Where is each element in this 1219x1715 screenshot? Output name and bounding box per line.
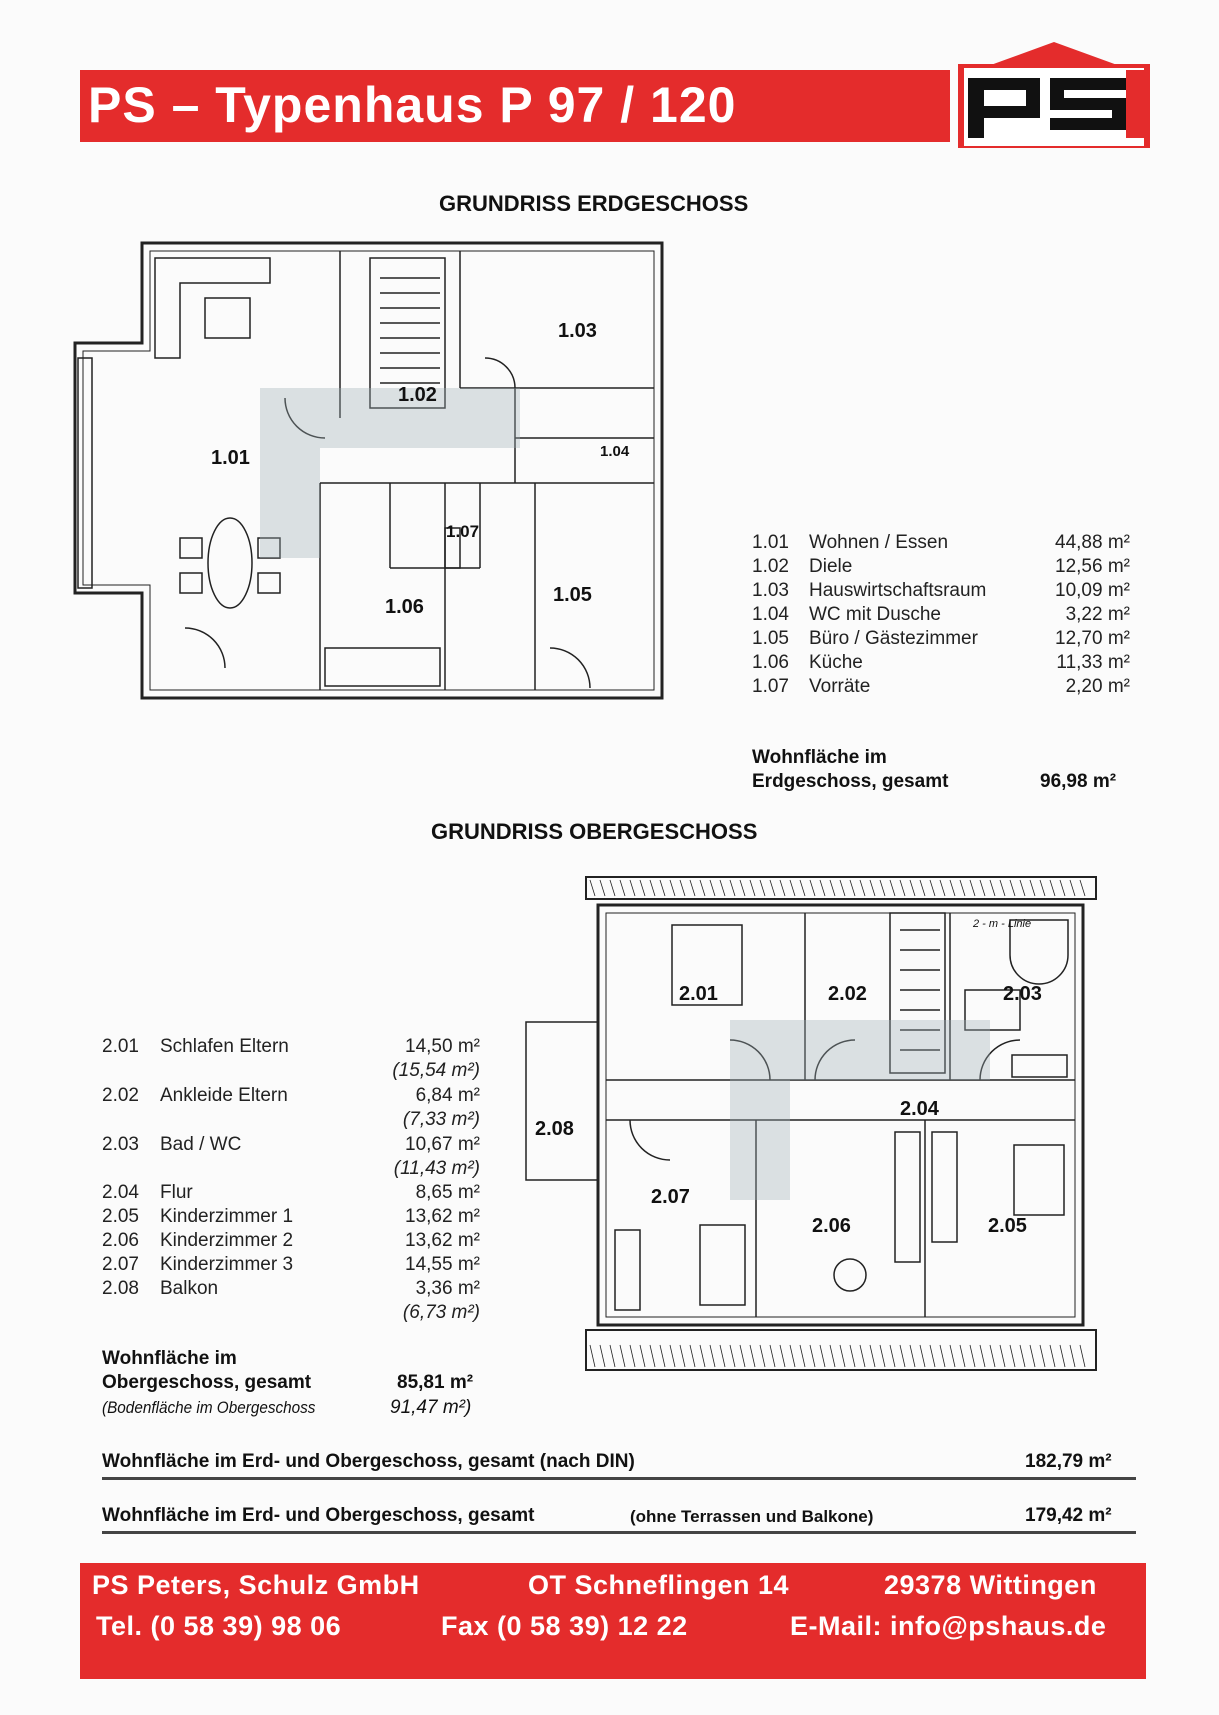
og-floor-area-value: 91,47 m²) bbox=[390, 1397, 472, 1418]
room-area: 44,88 m² bbox=[1055, 532, 1130, 553]
ps-logo bbox=[958, 42, 1150, 148]
room-name: Büro / Gästezimmer bbox=[809, 628, 978, 649]
room-name: Küche bbox=[809, 652, 863, 673]
room-area-alt: (6,73 m²) bbox=[402, 1302, 480, 1323]
footer-fax: Fax (0 58 39) 12 22 bbox=[441, 1611, 688, 1641]
title-banner bbox=[80, 70, 950, 142]
room-area: 8,65 m² bbox=[415, 1182, 480, 1203]
room-list-erdgeschoss: 1.01 Wohnen / Essen 44,88 m² 1.02 Diele … bbox=[752, 532, 1132, 702]
og-total-value: 85,81 m² bbox=[397, 1372, 474, 1393]
room-no: 2.03 bbox=[102, 1134, 139, 1155]
room-area: 10,67 m² bbox=[405, 1134, 480, 1155]
room-area: 13,62 m² bbox=[405, 1206, 480, 1227]
page-title: PS – Typenhaus P 97 / 120 bbox=[88, 77, 737, 133]
footer-address: OT Schneflingen 14 bbox=[528, 1570, 790, 1600]
heading-erdgeschoss: GRUNDRISS ERDGESCHOSS bbox=[439, 191, 749, 216]
floor-plan-erdgeschoss bbox=[73, 241, 664, 700]
room-no: 1.05 bbox=[752, 628, 789, 649]
plan-label-2-01: 2.01 bbox=[679, 983, 718, 1005]
room-no: 1.02 bbox=[752, 556, 789, 577]
room-no: 1.06 bbox=[752, 652, 789, 673]
og-total-label-1: Wohnfläche im bbox=[102, 1348, 237, 1369]
divider bbox=[102, 1531, 1136, 1534]
room-no: 1.01 bbox=[752, 532, 789, 553]
room-no: 1.07 bbox=[752, 676, 789, 697]
room-no: 1.04 bbox=[752, 604, 789, 625]
plan-label-2-03: 2.03 bbox=[1003, 983, 1042, 1005]
two-meter-line-label: 2 - m - Linie bbox=[973, 918, 1032, 930]
total-excl-note: (ohne Terrassen und Balkone) bbox=[630, 1507, 874, 1526]
plan-label-2-02: 2.02 bbox=[828, 983, 867, 1005]
floor-plan-obergeschoss bbox=[525, 876, 1097, 1371]
room-area: 11,33 m² bbox=[1056, 652, 1130, 673]
plan-label-1-06: 1.06 bbox=[385, 596, 424, 618]
total-excl-value: 179,42 m² bbox=[1025, 1505, 1112, 1526]
heading-obergeschoss: GRUNDRISS OBERGESCHOSS bbox=[431, 819, 758, 844]
room-name: Hauswirtschaftsraum bbox=[809, 580, 987, 601]
divider bbox=[102, 1477, 1136, 1480]
room-area-alt: (15,54 m²) bbox=[392, 1060, 480, 1081]
room-no: 1.03 bbox=[752, 580, 789, 601]
footer-banner bbox=[80, 1563, 1146, 1679]
total-din-label: Wohnfläche im Erd- und Obergeschoss, ges… bbox=[102, 1451, 635, 1472]
room-no: 2.07 bbox=[102, 1254, 139, 1275]
room-area: 3,22 m² bbox=[1065, 604, 1130, 625]
room-area: 10,09 m² bbox=[1055, 580, 1130, 601]
plan-label-2-05: 2.05 bbox=[988, 1215, 1027, 1237]
room-name: Bad / WC bbox=[160, 1134, 242, 1155]
plan-label-2-08: 2.08 bbox=[535, 1118, 574, 1140]
room-no: 2.06 bbox=[102, 1230, 139, 1251]
room-name: Balkon bbox=[160, 1278, 219, 1299]
room-name: Wohnen / Essen bbox=[809, 532, 949, 553]
room-area: 6,84 m² bbox=[415, 1085, 480, 1106]
room-no: 2.01 bbox=[102, 1036, 139, 1057]
plan-label-1-02: 1.02 bbox=[398, 384, 437, 406]
room-name: Vorräte bbox=[809, 676, 871, 697]
room-name: Ankleide Eltern bbox=[160, 1085, 288, 1106]
room-name: WC mit Dusche bbox=[809, 604, 941, 625]
room-area: 12,56 m² bbox=[1055, 556, 1130, 577]
eg-total-value: 96,98 m² bbox=[1040, 771, 1117, 792]
room-no: 2.08 bbox=[102, 1278, 139, 1299]
total-din-value: 182,79 m² bbox=[1025, 1451, 1112, 1472]
plan-label-2-07: 2.07 bbox=[651, 1186, 690, 1208]
room-name: Diele bbox=[809, 556, 853, 577]
plan-label-1-01: 1.01 bbox=[211, 447, 250, 469]
room-area-alt: (11,43 m²) bbox=[393, 1158, 480, 1179]
plan-label-1-03: 1.03 bbox=[558, 320, 597, 342]
eg-total-label-1: Wohnfläche im bbox=[752, 747, 887, 768]
footer-city: 29378 Wittingen bbox=[884, 1570, 1097, 1600]
room-area: 12,70 m² bbox=[1055, 628, 1130, 649]
room-no: 2.05 bbox=[102, 1206, 139, 1227]
room-no: 2.02 bbox=[102, 1085, 139, 1106]
plan-label-2-06: 2.06 bbox=[812, 1215, 851, 1237]
og-floor-area-label: (Bodenfläche im Obergeschoss bbox=[102, 1398, 316, 1417]
plan-label-2-04: 2.04 bbox=[900, 1098, 939, 1120]
footer-email: E-Mail: info@pshaus.de bbox=[790, 1611, 1107, 1641]
room-area: 2,20 m² bbox=[1065, 676, 1130, 697]
og-total-label-2: Obergeschoss, gesamt bbox=[102, 1372, 312, 1393]
plan-label-1-04: 1.04 bbox=[600, 443, 630, 460]
room-area: 14,50 m² bbox=[405, 1036, 480, 1057]
room-area: 3,36 m² bbox=[415, 1278, 480, 1299]
room-area-alt: (7,33 m²) bbox=[402, 1109, 480, 1130]
room-name: Flur bbox=[160, 1182, 193, 1203]
room-area: 14,55 m² bbox=[405, 1254, 480, 1275]
eg-total-label-2: Erdgeschoss, gesamt bbox=[752, 771, 949, 792]
footer-company: PS Peters, Schulz GmbH bbox=[92, 1570, 420, 1600]
footer-phone: Tel. (0 58 39) 98 06 bbox=[96, 1611, 342, 1641]
plan-label-1-05: 1.05 bbox=[553, 584, 592, 606]
room-name: Schlafen Eltern bbox=[160, 1036, 289, 1057]
room-name: Kinderzimmer 3 bbox=[160, 1254, 294, 1275]
room-area: 13,62 m² bbox=[405, 1230, 480, 1251]
plan-label-1-07: 1.07 bbox=[446, 522, 480, 541]
room-list-obergeschoss: 2.01 Schlafen Eltern 14,50 m² (15,54 m²)… bbox=[102, 1036, 480, 1326]
room-name: Kinderzimmer 1 bbox=[160, 1206, 294, 1227]
room-no: 2.04 bbox=[102, 1182, 139, 1203]
room-name: Kinderzimmer 2 bbox=[160, 1230, 294, 1251]
total-excl-label: Wohnfläche im Erd- und Obergeschoss, ges… bbox=[102, 1505, 535, 1526]
